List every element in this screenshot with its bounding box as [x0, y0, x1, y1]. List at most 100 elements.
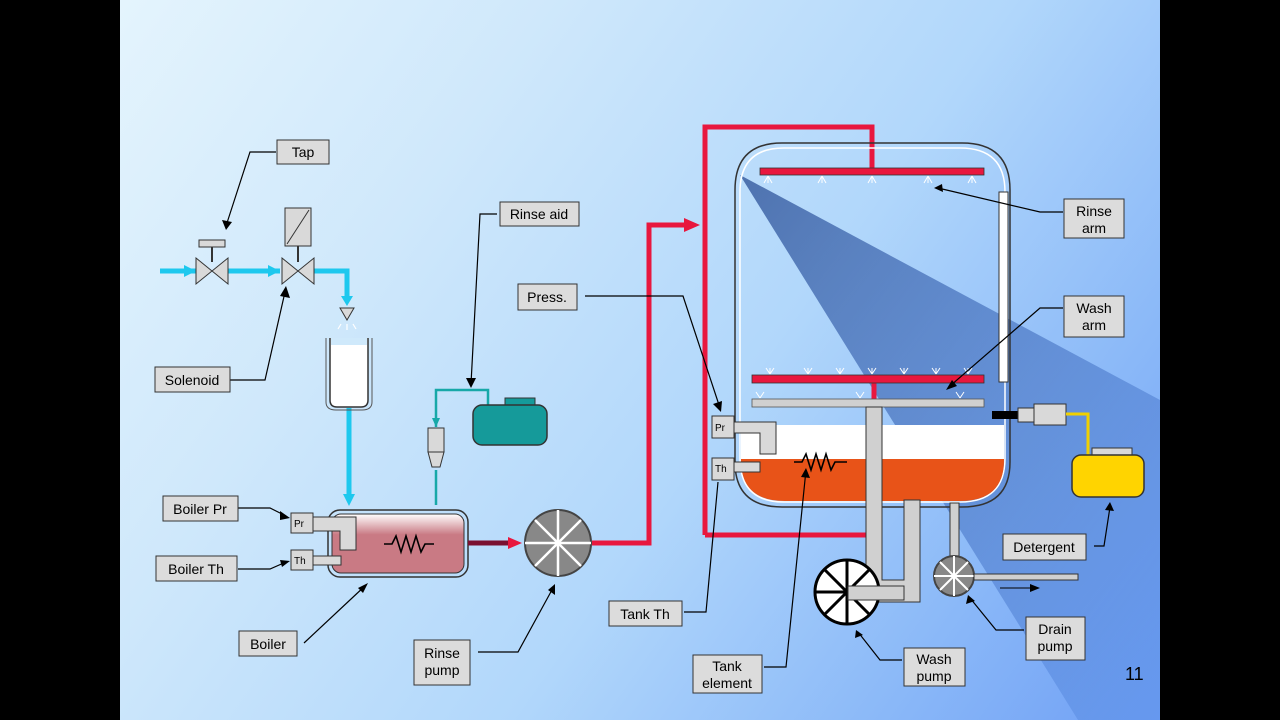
- leader-tank-element: [764, 469, 807, 668]
- wash-pump-icon: [813, 558, 905, 626]
- page-number: 11: [1125, 664, 1144, 684]
- solenoid-valve-icon: [281, 207, 315, 286]
- svg-text:Rinse: Rinse: [424, 645, 460, 661]
- leader-tank-th: [684, 481, 719, 613]
- svg-text:Press.: Press.: [527, 289, 567, 305]
- wash-arm: [751, 367, 985, 408]
- boiler-thermostat-sensor: [290, 549, 342, 571]
- arrow-head-icon: [801, 468, 810, 478]
- arrow-head-icon: [280, 560, 290, 567]
- detergent-injector: [992, 403, 1067, 426]
- leader-boiler-th: [238, 561, 287, 570]
- arrow-head-icon: [1105, 502, 1114, 511]
- spray-nozzle-icon: [337, 307, 357, 330]
- boiler-pressure-sensor: [290, 512, 357, 551]
- svg-text:arm: arm: [1082, 317, 1106, 333]
- label-wash-arm: Wash arm: [1063, 295, 1125, 338]
- flow-arrow-icon: [184, 265, 355, 506]
- arrow-head-icon: [466, 378, 476, 388]
- tank-pressure-sensor: [711, 415, 777, 455]
- svg-text:Tap: Tap: [292, 144, 315, 160]
- arrow-head-icon: [934, 184, 943, 192]
- leader-tap: [225, 151, 276, 227]
- svg-text:Solenoid: Solenoid: [165, 372, 220, 388]
- label-solenoid: Solenoid: [154, 366, 231, 393]
- water-inlet-pipe: [160, 268, 438, 505]
- svg-text:Boiler: Boiler: [250, 636, 286, 652]
- label-rinse-pump: Rinse pump: [413, 639, 471, 686]
- svg-text:Detergent: Detergent: [1013, 539, 1075, 555]
- svg-text:Rinse aid: Rinse aid: [510, 206, 568, 222]
- label-detergent: Detergent: [1002, 533, 1087, 561]
- label-rinse-arm: Rinse arm: [1063, 198, 1125, 239]
- svg-text:Tank: Tank: [712, 658, 743, 674]
- label-wash-pump: Wash pump: [903, 647, 966, 687]
- leader-wash-pump: [857, 631, 902, 661]
- drain-pump-icon: [933, 555, 975, 597]
- leader-rinse-pump: [478, 587, 554, 653]
- leader-boiler-pr: [238, 507, 287, 517]
- label-press: Press.: [517, 283, 578, 311]
- leader-rinse-arm: [937, 187, 1063, 213]
- rinse-aid-tank: [472, 397, 548, 446]
- flow-arrow-icon: [508, 537, 522, 549]
- svg-text:pump: pump: [916, 668, 951, 684]
- boiler-pr-tag: Pr: [294, 519, 305, 530]
- tap-valve-icon: [195, 239, 229, 286]
- svg-text:Drain: Drain: [1038, 621, 1071, 637]
- arrow-head-icon: [548, 584, 555, 595]
- svg-text:Wash: Wash: [1076, 300, 1111, 316]
- svg-text:pump: pump: [1037, 638, 1072, 654]
- rinse-aid-line: [434, 388, 490, 427]
- label-boiler: Boiler: [238, 630, 298, 657]
- arrow-head-icon: [280, 286, 290, 298]
- level-indicator: [998, 191, 1009, 383]
- rinse-arm: [759, 167, 985, 184]
- svg-text:Rinse: Rinse: [1076, 203, 1112, 219]
- break-tank: [325, 338, 373, 411]
- tank-thermostat-sensor: [711, 457, 761, 481]
- arrow-head-icon: [222, 220, 232, 230]
- leader-wash-arm: [949, 307, 1063, 387]
- svg-text:Wash: Wash: [916, 651, 951, 667]
- svg-text:Boiler Th: Boiler Th: [168, 561, 224, 577]
- label-boiler-pr: Boiler Pr: [162, 495, 239, 522]
- dishwasher-diagram: Pr Th: [154, 124, 1160, 720]
- flow-arrow-icon: [432, 418, 440, 427]
- leader-drain-pump: [969, 597, 1024, 631]
- arrow-head-icon: [966, 595, 975, 604]
- leader-solenoid: [230, 291, 286, 381]
- label-drain-pump: Drain pump: [1025, 616, 1086, 661]
- leader-detergent: [1094, 506, 1111, 547]
- boiler-th-tag: Th: [294, 556, 306, 567]
- detergent-line: [1066, 412, 1090, 460]
- wash-pump-piping: [865, 406, 960, 603]
- boiler: [327, 509, 469, 578]
- label-rinse-aid: Rinse aid: [499, 201, 580, 227]
- drain-outlet-pipe: [973, 573, 1079, 581]
- leader-rinse-aid: [470, 213, 497, 385]
- detergent-tank: [1071, 447, 1145, 498]
- tank-heating-element-icon: [794, 451, 847, 473]
- rinse-aid-injector-icon: [427, 427, 445, 468]
- flow-arrow-icon: [684, 218, 700, 232]
- arrow-head-icon: [713, 401, 722, 412]
- arrow-head-icon: [358, 583, 368, 593]
- label-tank-th: Tank Th: [608, 600, 683, 627]
- svg-text:Boiler Pr: Boiler Pr: [173, 501, 227, 517]
- svg-text:arm: arm: [1082, 220, 1106, 236]
- label-tank-element: Tank element: [692, 654, 763, 694]
- arrow-head-icon: [280, 511, 290, 520]
- arrow-head-icon: [946, 380, 957, 390]
- label-tap: Tap: [276, 139, 330, 165]
- slide: Pr Th: [120, 0, 1160, 720]
- flow-arrow-icon: [1000, 584, 1040, 592]
- leader-press: [585, 295, 721, 409]
- leader-boiler: [303, 584, 367, 644]
- rinse-pump-icon: [524, 509, 592, 577]
- svg-text:Tank Th: Tank Th: [620, 606, 670, 622]
- svg-text:pump: pump: [424, 662, 459, 678]
- tank-th-tag: Th: [715, 464, 727, 475]
- label-boiler-th: Boiler Th: [155, 555, 238, 582]
- arrow-head-icon: [855, 630, 863, 638]
